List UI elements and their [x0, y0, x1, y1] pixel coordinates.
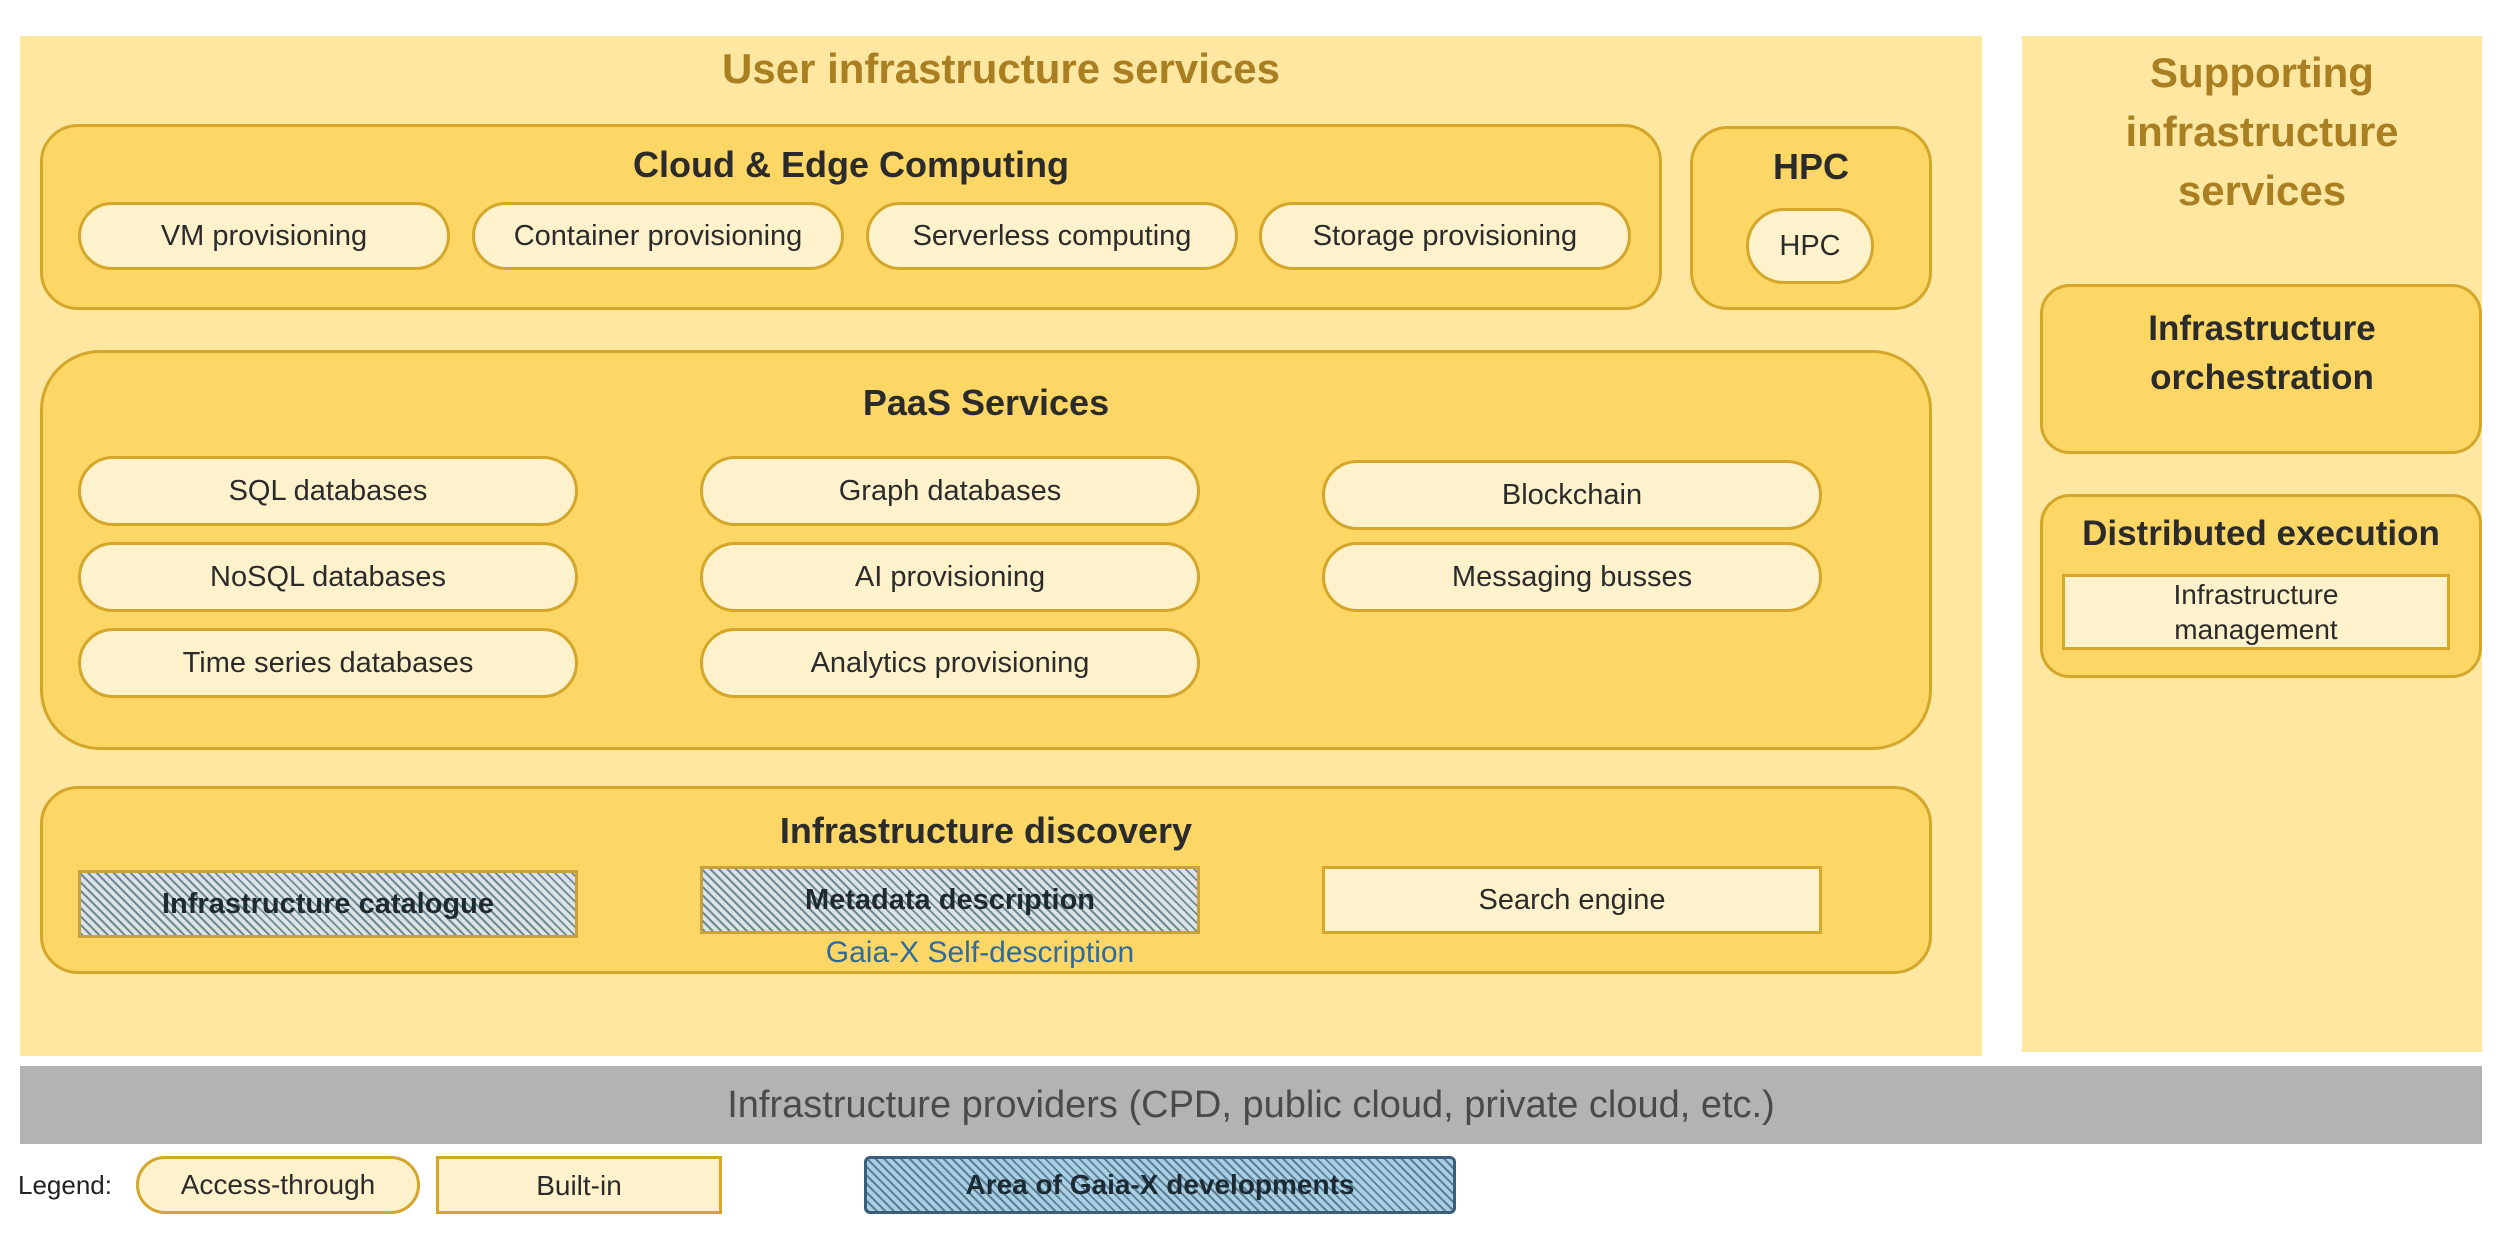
infrastructure-catalogue[interactable]: Infrastructure catalogue: [78, 870, 578, 938]
legend-access-through: Access-through: [136, 1156, 420, 1214]
blockchain[interactable]: Blockchain: [1322, 460, 1822, 530]
user-infrastructure-title: User infrastructure services: [722, 45, 1280, 92]
metadata-description[interactable]: Metadata description: [700, 866, 1200, 934]
search-engine[interactable]: Search engine: [1322, 866, 1822, 934]
cloud-edge-title: Cloud & Edge Computing: [633, 144, 1069, 185]
infrastructure-management[interactable]: Infrastructure management: [2062, 574, 2450, 650]
container-provisioning[interactable]: Container provisioning: [472, 202, 844, 270]
hpc-item[interactable]: HPC: [1746, 208, 1874, 284]
infrastructure-providers-label: Infrastructure providers (CPD, public cl…: [727, 1083, 1775, 1126]
messaging-busses[interactable]: Messaging busses: [1322, 542, 1822, 612]
serverless-computing[interactable]: Serverless computing: [866, 202, 1238, 270]
legend-label: Legend:: [18, 1170, 112, 1200]
ai-provisioning[interactable]: AI provisioning: [700, 542, 1200, 612]
infrastructure-catalogue-label: Infrastructure catalogue: [162, 887, 494, 920]
legend-gaiax-area: Area of Gaia-X developments: [864, 1156, 1456, 1214]
supporting-infrastructure-title: Supporting infrastructure services: [2125, 49, 2399, 214]
time-series-databases[interactable]: Time series databases: [78, 628, 578, 698]
infrastructure-discovery-title: Infrastructure discovery: [779, 810, 1193, 851]
infrastructure-orchestration-group: [2040, 284, 2482, 454]
distributed-execution-title: Distributed execution: [2082, 514, 2440, 553]
storage-provisioning[interactable]: Storage provisioning: [1259, 202, 1631, 270]
legend-gaiax-label: Area of Gaia-X developments: [965, 1169, 1355, 1200]
graph-databases[interactable]: Graph databases: [700, 456, 1200, 526]
nosql-databases[interactable]: NoSQL databases: [78, 542, 578, 612]
vm-provisioning[interactable]: VM provisioning: [78, 202, 450, 270]
infrastructure-orchestration-title: Infrastructure orchestration: [2148, 309, 2376, 397]
infrastructure-providers-bar: Infrastructure providers (CPD, public cl…: [20, 1066, 2482, 1144]
hpc-title: HPC: [1772, 146, 1849, 187]
analytics-provisioning[interactable]: Analytics provisioning: [700, 628, 1200, 698]
gaiax-self-description-note: Gaia-X Self-description: [825, 936, 1135, 969]
legend-built-in: Built-in: [436, 1156, 722, 1214]
sql-databases[interactable]: SQL databases: [78, 456, 578, 526]
paas-title: PaaS Services: [862, 382, 1110, 423]
metadata-description-label: Metadata description: [804, 883, 1096, 916]
